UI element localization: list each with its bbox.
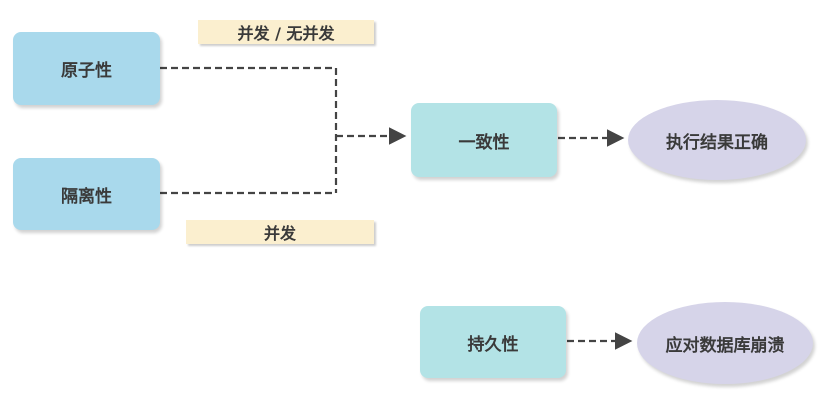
node-consistency: 一致性: [411, 103, 557, 177]
node-correct-result: 执行结果正确: [628, 100, 806, 180]
node-atomicity: 原子性: [13, 32, 160, 105]
node-isolation: 隔离性: [13, 158, 160, 230]
connector-atomicity: [160, 66, 338, 193]
node-db-crash: 应对数据库崩溃: [637, 302, 813, 384]
label-concurrent-or-not: 并发 / 无并发: [198, 20, 374, 44]
node-durability: 持久性: [420, 306, 566, 378]
label-concurrent: 并发: [186, 220, 374, 244]
